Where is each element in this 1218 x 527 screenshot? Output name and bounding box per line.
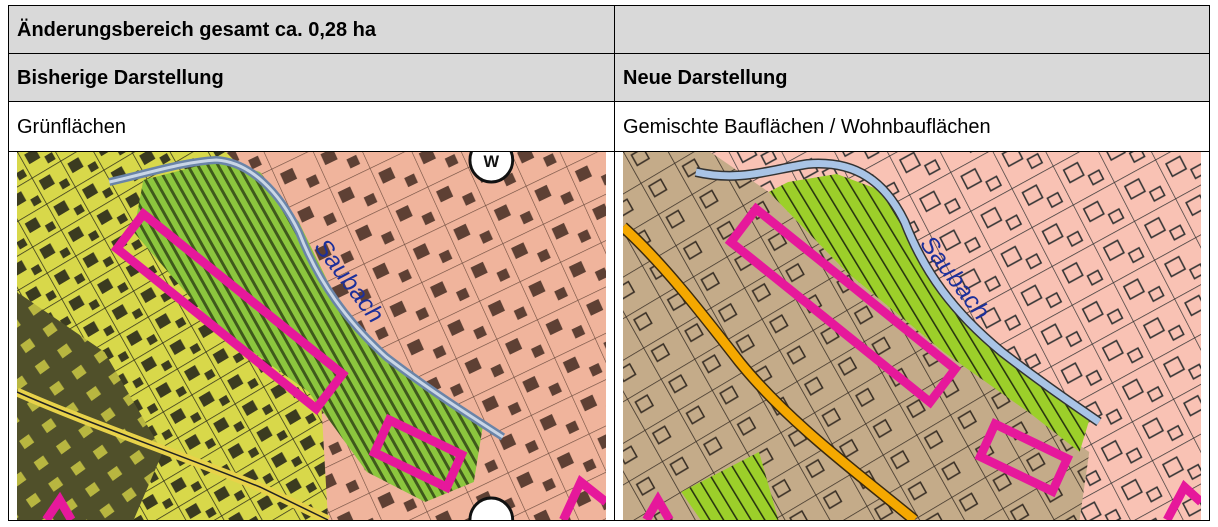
green-area-south <box>681 452 779 520</box>
change-boundary-small <box>974 418 1074 498</box>
previous-representation-heading: Bisherige Darstellung <box>8 53 615 102</box>
column-heading-row: Bisherige Darstellung Neue Darstellung <box>8 53 1210 102</box>
new-representation-heading: Neue Darstellung <box>614 53 1210 102</box>
header-empty-cell <box>614 5 1210 54</box>
marker-circle-bottom <box>468 496 515 520</box>
change-area-table: Änderungsbereich gesamt ca. 0,28 ha Bish… <box>8 5 1210 521</box>
change-boundary-large <box>724 202 962 409</box>
new-map-cell: Saubach <box>614 151 1210 521</box>
new-designation: Gemischte Bauflächen / Wohnbauflächen <box>614 101 1210 152</box>
change-boundary-large <box>110 207 349 416</box>
previous-land-use-map: Saubach W <box>17 152 606 520</box>
header-row: Änderungsbereich gesamt ca. 0,28 ha <box>8 5 1210 54</box>
green-area <box>768 174 1090 452</box>
boundary-edge-right <box>1163 479 1201 520</box>
boundary-edge-left <box>42 491 76 520</box>
map-row: Saubach W <box>8 151 1210 521</box>
built-area-southwest <box>17 292 163 520</box>
new-land-use-map: Saubach <box>623 152 1201 520</box>
previous-map-cell: Saubach W <box>8 151 615 521</box>
previous-designation: Grünflächen <box>8 101 615 152</box>
change-area-title: Änderungsbereich gesamt ca. 0,28 ha <box>8 5 615 54</box>
green-area <box>133 160 484 502</box>
change-boundary-small <box>368 414 468 494</box>
boundary-edge-left <box>642 491 674 520</box>
marker-label-top: W <box>484 152 500 171</box>
designation-row: Grünflächen Gemischte Bauflächen / Wohnb… <box>8 101 1210 152</box>
boundary-edge-right <box>559 475 606 520</box>
marker-circle-top <box>468 152 515 184</box>
